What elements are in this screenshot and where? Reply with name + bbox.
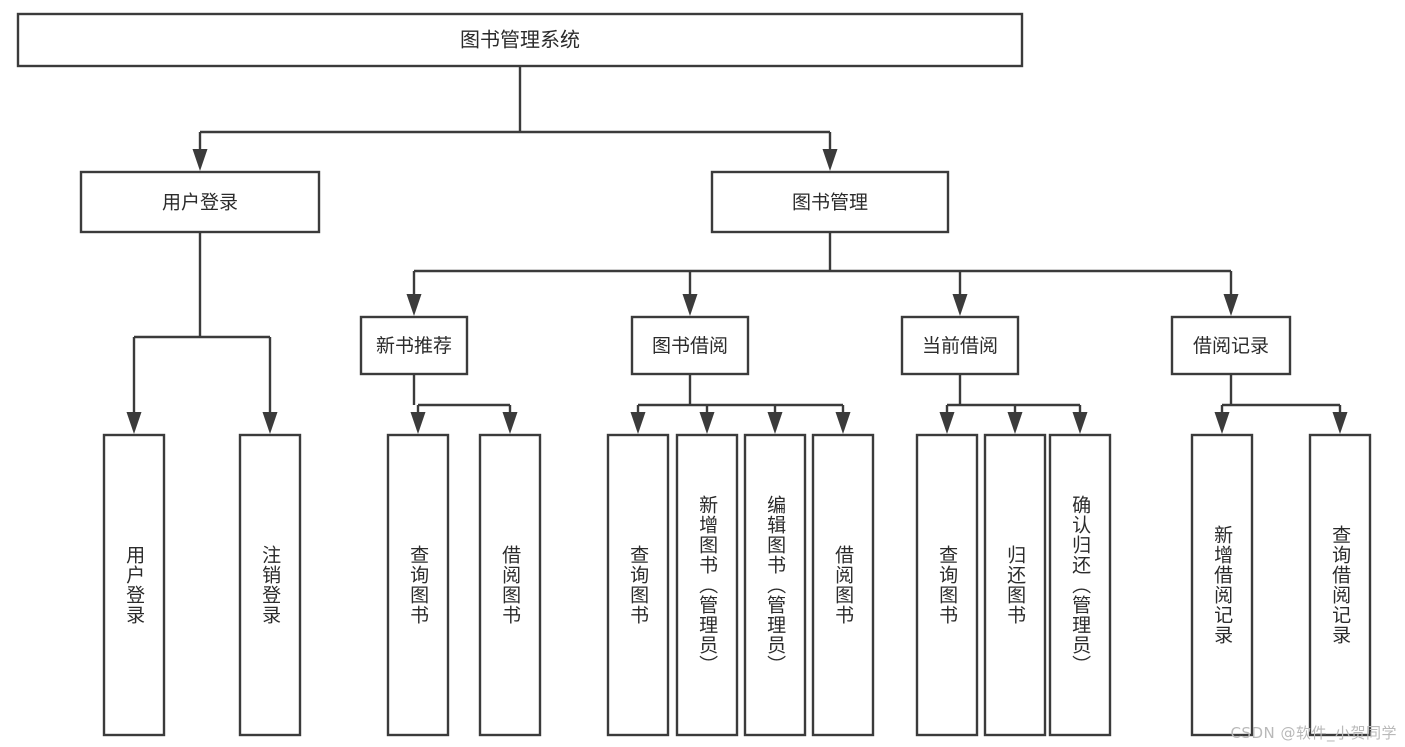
node-box-current-borrow — [900, 315, 1020, 376]
node-label-borrow-record: 借阅记录 — [1193, 335, 1269, 357]
node-box-leaf-query-borrow-record — [1308, 433, 1372, 737]
node-box-layer — [16, 12, 1372, 737]
node-label-new-book-recommend: 新书推荐 — [376, 335, 452, 357]
node-box-leaf-confirm-return-admin — [1048, 433, 1112, 737]
node-label-book-borrow: 图书借阅 — [652, 335, 728, 357]
node-label-current-borrow: 当前借阅 — [922, 335, 998, 357]
node-box-leaf-add-borrow-record — [1190, 433, 1254, 737]
node-label-root: 图书管理系统 — [460, 28, 580, 52]
node-box-leaf-add-book-admin — [675, 433, 739, 737]
node-box-leaf-user-logout — [238, 433, 302, 737]
node-box-leaf-borrow-book-2 — [811, 433, 875, 737]
node-box-leaf-edit-book-admin — [743, 433, 807, 737]
node-box-new-book-recommend — [359, 315, 469, 376]
node-box-leaf-user-login — [102, 433, 166, 737]
node-box-book-borrow — [630, 315, 750, 376]
node-box-leaf-query-book-1 — [386, 433, 450, 737]
node-label-user-login: 用户登录 — [162, 192, 238, 214]
watermark-text: CSDN @软件_小贺同学 — [1230, 724, 1397, 742]
connector-layer — [126, 66, 1348, 434]
node-box-root — [16, 12, 1024, 68]
node-box-book-manage — [710, 170, 950, 234]
node-box-leaf-query-book-3 — [915, 433, 979, 737]
node-box-leaf-borrow-book-1 — [478, 433, 542, 737]
node-box-leaf-return-book — [983, 433, 1047, 737]
node-box-borrow-record — [1170, 315, 1292, 376]
node-box-user-login — [79, 170, 321, 234]
node-box-leaf-query-book-2 — [606, 433, 670, 737]
node-label-book-manage: 图书管理 — [792, 192, 868, 214]
